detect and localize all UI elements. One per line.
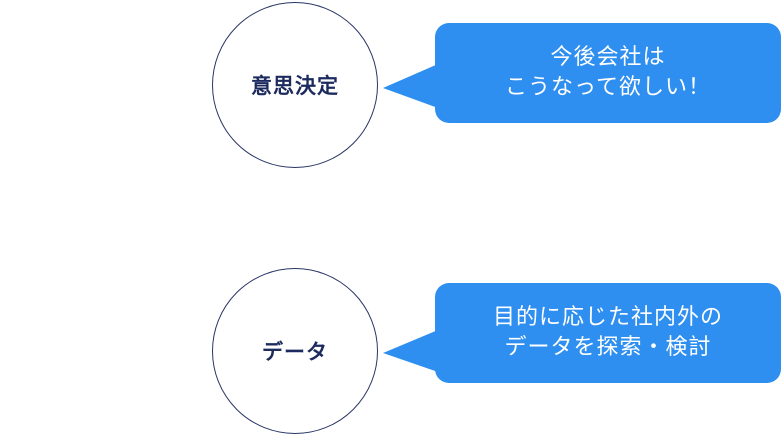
callout-line: 目的に応じた社内外の — [492, 305, 723, 330]
callout-pointer — [383, 64, 438, 108]
node-decision-making: 意思決定 — [212, 2, 378, 168]
callout-line: こうなって欲しい！ — [505, 75, 711, 100]
callout-line: データを探索・検討 — [504, 335, 712, 360]
callout-line: 今後会社は — [550, 45, 666, 70]
node-label: データ — [262, 340, 328, 364]
callout-pointer — [383, 330, 438, 372]
callout-data: 目的に応じた社内外の データを探索・検討 — [435, 283, 781, 383]
callout-decision-making: 今後会社は こうなって欲しい！ — [435, 23, 781, 123]
node-label: 意思決定 — [251, 74, 339, 98]
node-data: データ — [212, 268, 378, 434]
